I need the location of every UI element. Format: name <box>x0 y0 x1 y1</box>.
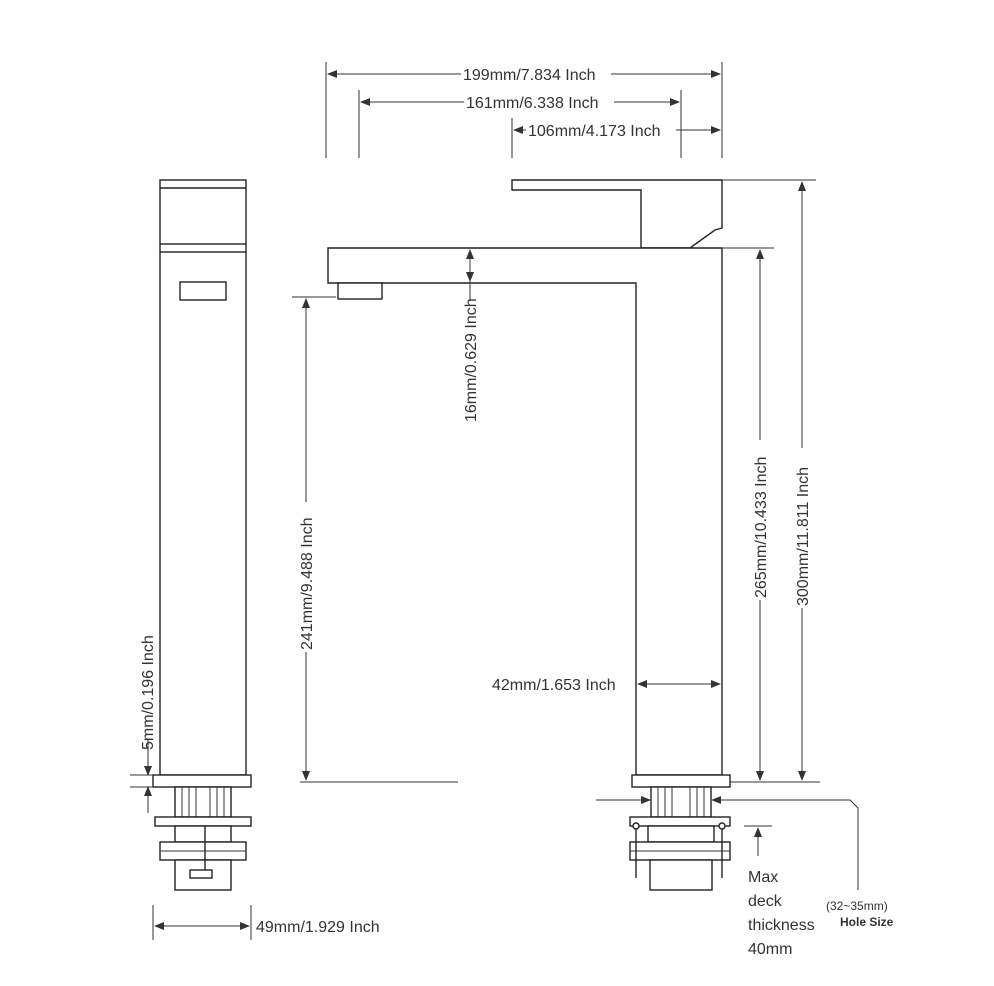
handle-width-label: 106mm/4.173 Inch <box>528 123 661 140</box>
side-shank <box>174 786 232 818</box>
deck-note-line4: 40mm <box>748 941 792 958</box>
hole-size-mm-label: (32~35mm) <box>826 899 888 913</box>
spout-thickness-label: 16mm/0.629 Inch <box>463 298 480 422</box>
front-spout-body <box>327 247 723 776</box>
side-washer <box>154 816 252 827</box>
side-base-plate <box>152 774 252 788</box>
side-width-label: 49mm/1.929 Inch <box>256 919 380 936</box>
side-handle <box>159 179 247 245</box>
spout-reach-label: 161mm/6.338 Inch <box>466 95 599 112</box>
deck-note-line3: thickness <box>748 917 815 934</box>
total-height-label: 300mm/11.811 Inch <box>795 467 812 606</box>
front-shank <box>650 786 712 818</box>
overall-width-label: 199mm/7.834 Inch <box>463 67 596 84</box>
hole-size-label: Hole Size <box>840 915 894 929</box>
body-depth-label: 42mm/1.653 Inch <box>492 677 616 694</box>
deck-note-line1: Max <box>748 869 778 886</box>
outlet-height-label: 241mm/9.488 Inch <box>299 517 316 650</box>
front-base-plate <box>631 774 731 788</box>
side-body <box>159 251 247 776</box>
front-washer <box>629 816 731 827</box>
deck-note-line2: deck <box>748 893 783 910</box>
body-height-label: 265mm/10.433 Inch <box>753 457 770 598</box>
front-aerator <box>337 282 383 300</box>
front-handle <box>511 179 723 249</box>
base-thickness-label: 5mm/0.196 Inch <box>140 635 157 750</box>
front-view: 199mm/7.834 Inch 161mm/6.338 Inch 106mm/… <box>292 62 894 958</box>
side-aerator <box>179 281 227 301</box>
side-view: 5mm/0.196 Inch 49mm/1.929 Inch <box>130 179 380 940</box>
